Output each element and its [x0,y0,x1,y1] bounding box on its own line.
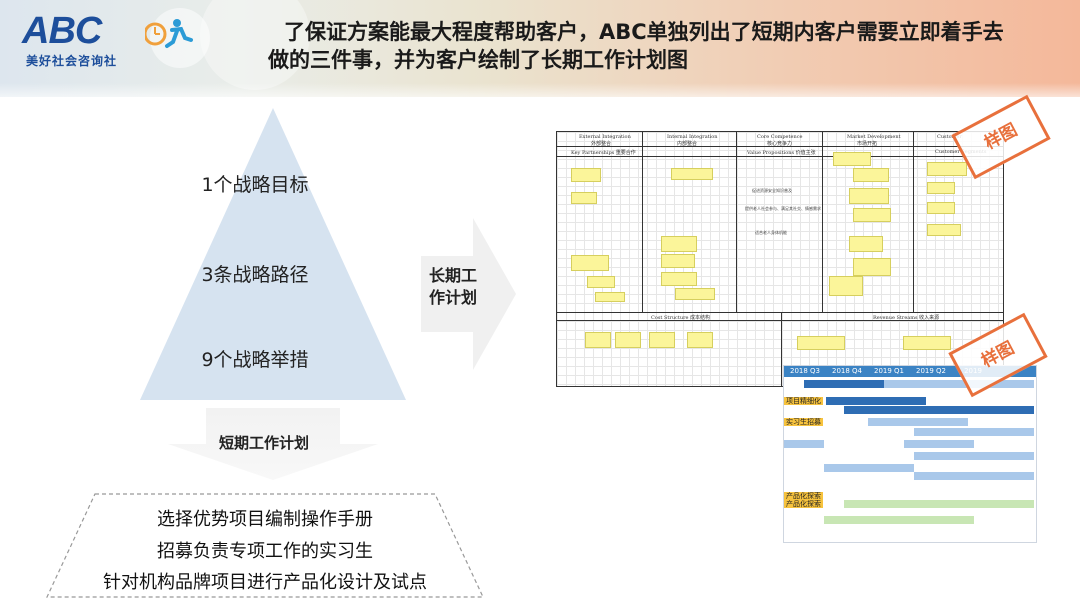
sticky-note [853,208,891,222]
gantt-bar [914,472,1034,480]
gantt-bar [844,500,1034,508]
sticky-note [649,332,675,348]
sticky-note [587,276,615,288]
gantt-quarter: 2019 Q1 [873,367,904,375]
gantt-bar [804,380,894,388]
canvas-header-cn: 市场开拓 [857,141,878,147]
short-term-item: 招募负责专项工作的实习生 [157,541,373,562]
canvas-header: Core Competence [757,134,803,140]
canvas-header: Market Development [847,134,901,140]
sticky-note [571,255,609,271]
logo-text: ABC [22,10,102,52]
value-proposition-text: 提供老人社会参与、满足其社交、情感需求 [745,206,821,211]
sticky-note [927,162,967,176]
gantt-bar [904,440,974,448]
short-term-plan-label: 短期工作计划 [218,434,309,452]
page-title: 了保证方案能最大程度帮助客户，ABC单独列出了短期内客户需要立即着手去 做的三件… [268,18,1068,74]
title-line-1: 了保证方案能最大程度帮助客户，ABC单独列出了短期内客户需要立即着手去 [284,20,1004,44]
long-term-right-arrow [421,218,516,370]
gantt-bar [914,428,1034,436]
short-term-item: 针对机构品牌项目进行产品化设计及试点 [103,572,427,593]
gantt-task-label: 产品化探索 [784,500,823,508]
canvas-header: Customer [937,134,962,140]
title-line-2: 做的三件事，并为客户绘制了长期工作计划图 [268,48,688,72]
long-term-label-line: 作计划 [428,288,477,307]
company-logo: ABC 美好社会咨询社 [22,10,222,70]
header-banner: ABC 美好社会咨询社 了保证方案能最大程度帮助客户，ABC单独列出了短期内客户… [0,0,1080,97]
canvas-divider [781,312,782,386]
sticky-note [595,292,625,302]
sticky-note [571,192,597,204]
canvas-divider [822,132,823,312]
pyramid-level-measures: 9个战略举措 [201,349,309,371]
canvas-divider [557,312,1003,313]
sticky-note [849,188,889,204]
gantt-bar [884,380,1034,388]
logo-runner-icon [145,19,193,48]
revenue-streams-title: Revenue Streams 收入来源 [873,315,940,321]
sticky-note [927,224,961,236]
sticky-note [927,202,955,214]
short-term-down-arrow [168,408,378,480]
gantt-bar [868,418,968,426]
canvas-header: Internal Integration [667,134,718,140]
canvas-header: External Integration [579,134,631,140]
gantt-chart-sample: 2018 Q3 2018 Q4 2019 Q1 2019 Q2 2019 项目精… [783,365,1037,543]
canvas-subheader: Value Propositions 价值主张 [747,150,816,156]
value-proposition-text: 促进资源安全知识普及 [752,188,792,193]
sticky-note [571,168,601,182]
long-term-plan-label: 长期工 作计划 [423,265,483,309]
gantt-bar [826,397,926,405]
sticky-note [671,168,713,180]
business-model-canvas-sample: External Integration 外部整合 Internal Integ… [556,131,1004,387]
canvas-divider [642,132,643,312]
canvas-subheader: Key Partnerships 重要合作 [571,150,636,156]
canvas-divider [736,132,737,312]
long-term-label-line: 长期工 [428,266,477,285]
gantt-bar [784,440,824,448]
sticky-note [927,182,955,194]
gantt-bar [824,516,974,524]
sticky-note [661,272,697,286]
gantt-bar [914,452,1034,460]
gantt-quarter: 2018 Q3 [789,367,820,375]
canvas-divider [913,132,914,312]
sticky-note [585,332,611,348]
banner-decoration [200,0,310,90]
pyramid-level-paths: 3条战略路径 [201,264,309,286]
cost-structure-title: Cost Structure 成本结构 [651,315,711,321]
pyramid-level-goal: 1个战略目标 [201,174,309,196]
gantt-task-label: 项目精细化 [784,397,823,405]
sticky-note [661,254,695,268]
sticky-note [903,336,951,350]
strategy-pyramid [140,108,406,400]
sticky-note [675,288,715,300]
canvas-divider [557,146,1003,147]
logo-subtitle: 美好社会咨询社 [26,54,118,68]
gantt-task-label: 实习生招募 [784,418,823,426]
sticky-note [853,258,891,276]
canvas-divider [557,320,1003,321]
canvas-divider [557,156,1003,157]
sticky-note [853,168,889,182]
short-term-plan-box [46,493,484,598]
canvas-header-cn: 外部整合 [591,141,612,147]
gantt-quarter: 2018 Q4 [831,367,862,375]
sticky-note [797,336,845,350]
canvas-header-cn: 内部整合 [677,141,698,147]
gantt-bar [844,406,1034,414]
gantt-task-label: 产品化探索 [784,492,823,500]
canvas-header-cn: 核心竞争力 [767,141,793,147]
sticky-note [833,152,871,166]
sticky-note [615,332,641,348]
banner-decoration [150,8,210,68]
short-term-item: 选择优势项目编制操作手册 [157,509,373,530]
gantt-bar [824,464,914,472]
sticky-note [687,332,713,348]
sticky-note [849,236,883,252]
value-proposition-text: 适合老人身体机能 [755,230,787,235]
gantt-quarter: 2019 Q2 [915,367,946,375]
sticky-note [829,276,863,296]
sticky-note [661,236,697,252]
